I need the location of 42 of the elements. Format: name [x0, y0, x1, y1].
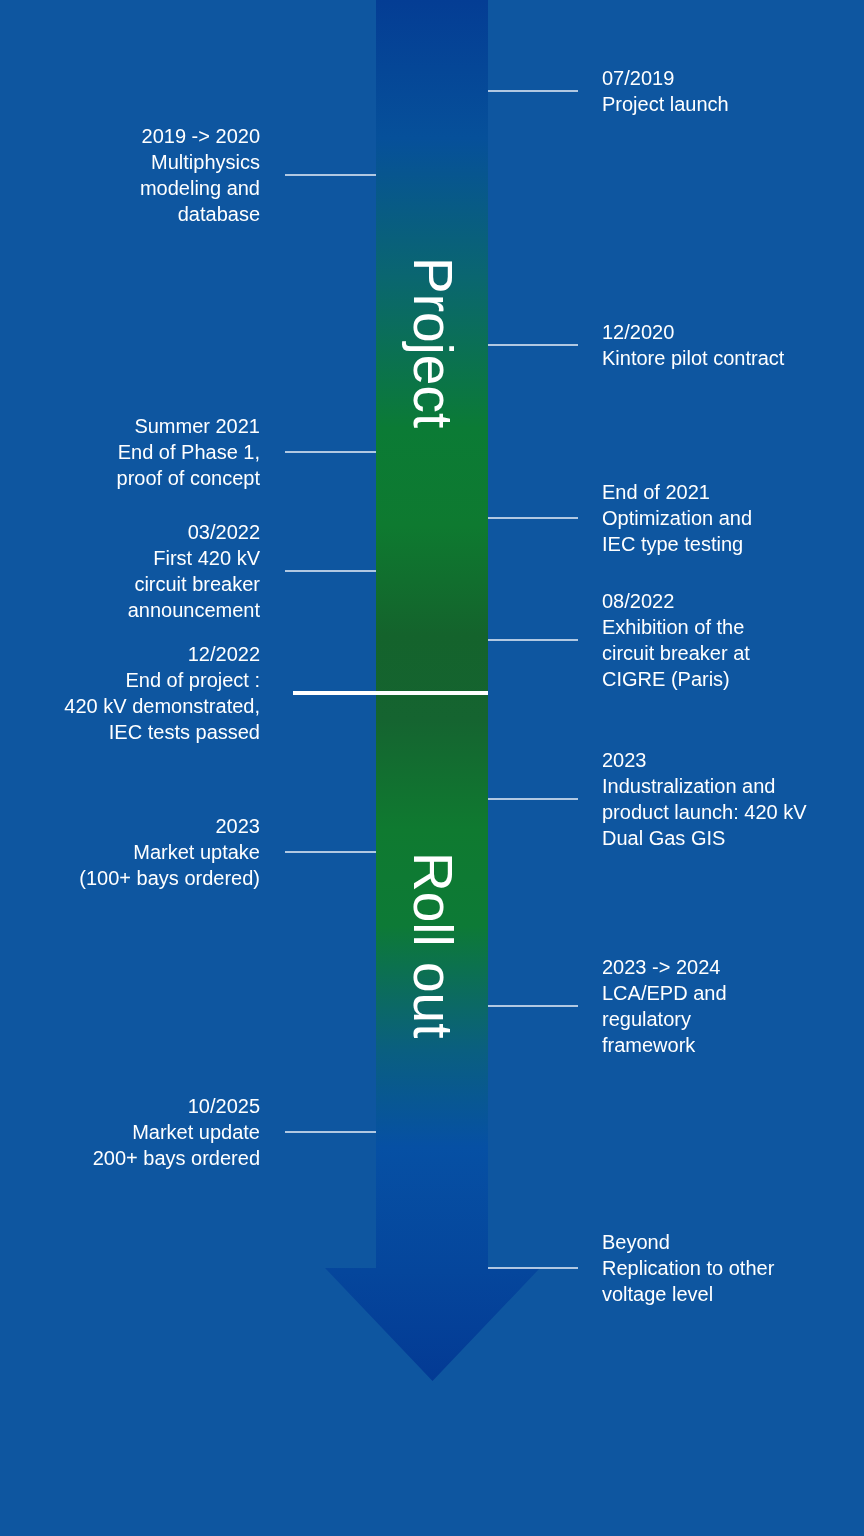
leader-line	[487, 90, 579, 92]
milestone-description: First 420 kV circuit breaker announcement	[126, 546, 260, 623]
milestone-description: End of Phase 1, proof of concept	[115, 440, 260, 491]
leader-line	[487, 1005, 579, 1007]
milestone-description: Market update 200+ bays ordered	[91, 1120, 260, 1171]
milestone-description: Replication to other voltage level	[602, 1256, 776, 1307]
milestone-date: 12/2020	[602, 320, 675, 345]
leader-line	[487, 344, 579, 346]
milestone-date: Summer 2021	[134, 414, 260, 439]
phase-label: Roll out	[404, 852, 460, 1039]
leader-line	[487, 798, 579, 800]
milestone-date: 08/2022	[602, 589, 675, 614]
milestone-description: 420 kV demonstrated, IEC tests passed	[63, 694, 260, 745]
milestone-description: Market uptake (100+ bays ordered)	[78, 840, 260, 891]
phase-divider-line	[293, 691, 488, 695]
milestone-description: Industralization and product launch: 420 kV Dual Gas GIS	[602, 774, 808, 851]
milestone-description: LCA/EPD and regulatory framework	[602, 981, 728, 1058]
milestone-date: 2019 -> 2020	[141, 124, 260, 149]
milestone-date: Beyond	[602, 1230, 670, 1255]
milestone-date: 03/2022	[187, 520, 260, 545]
milestone-description: End of project :	[125, 668, 260, 693]
milestone-date: 2023 -> 2024	[602, 955, 721, 980]
milestone-description: Project launch	[602, 92, 729, 117]
milestone-description: Optimization and IEC type testing	[602, 506, 754, 557]
milestone-description: Kintore pilot contract	[602, 346, 785, 371]
milestone-date: End of 2021	[602, 480, 710, 505]
milestone-description: Exhibition of the circuit breaker at CIGRE (Paris)	[602, 615, 751, 692]
phase-label: Project	[404, 257, 460, 429]
leader-line	[284, 174, 377, 176]
milestone-date: 2023	[215, 814, 260, 839]
milestone-date: 12/2022	[187, 642, 260, 667]
milestone-date: 10/2025	[187, 1094, 260, 1119]
leader-line	[487, 1267, 579, 1269]
leader-line	[487, 517, 579, 519]
leader-line	[487, 639, 579, 641]
leader-line	[284, 451, 377, 453]
leader-line	[284, 1131, 377, 1133]
milestone-date: 2023	[602, 748, 647, 773]
milestone-description: Multiphysics modeling and database	[138, 150, 260, 227]
leader-line	[284, 570, 377, 572]
milestone-date: 07/2019	[602, 66, 675, 91]
leader-line	[284, 851, 377, 853]
